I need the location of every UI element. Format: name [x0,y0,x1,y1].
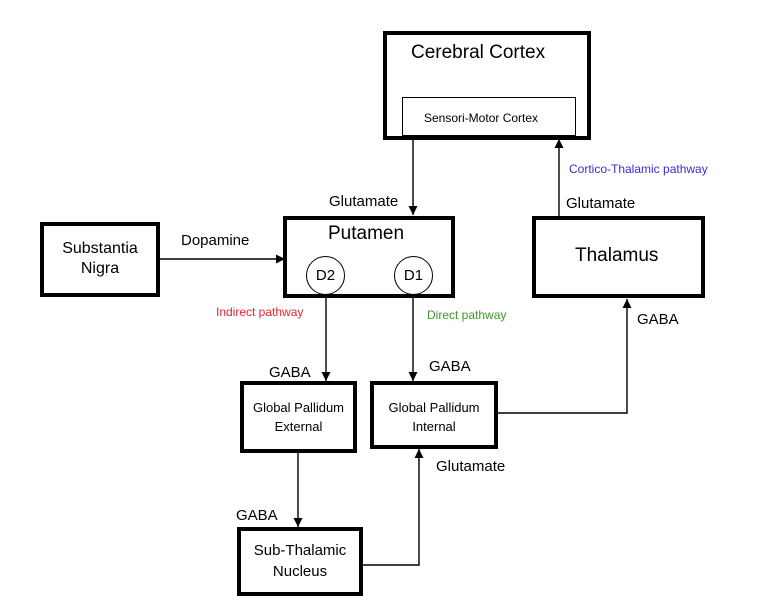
sub-thalamic-nucleus-label: Sub-Thalamic Nucleus [253,542,347,580]
d1-receptor: D1 [394,256,433,295]
edge-label-gpe-stn: GABA [236,507,278,524]
putamen-label: Putamen [328,223,405,244]
indirect-pathway-label: Indirect pathway [216,305,304,319]
edge-label-nigra-putamen: Dopamine [181,232,250,249]
sensorimotor-cortex-box [402,97,576,136]
cerebral-cortex-label: Cerebral Cortex [411,42,546,63]
d2-receptor: D2 [306,256,345,295]
edge-label-cortex-putamen: Glutamate [329,193,399,210]
substantia-nigra-box [40,222,160,297]
global-pallidum-internal-label: Global Pallidum Internal [388,400,480,434]
edge-label-gpi-thalamus: GABA [637,311,679,328]
global-pallidum-internal-box [370,381,498,449]
sub-thalamic-nucleus-box [237,527,363,596]
sensorimotor-cortex-label: Sensori-Motor Cortex [424,111,539,125]
arrow-stn-to-gpi [362,449,424,566]
direct-pathway-label: Direct pathway [427,308,507,322]
cortico-thalamic-pathway-label: Cortico-Thalamic pathway [569,162,708,176]
thalamus-label: Thalamus [575,245,659,266]
thalamus-box [532,216,705,298]
edge-label-thalamus-cortex: Glutamate [566,195,636,212]
global-pallidum-external-box [240,381,357,453]
edge-label-putamen-gpi: GABA [429,358,471,375]
substantia-nigra-label: Substantia Nigra [62,240,138,277]
arrow-gpi-to-thalamus [497,299,632,414]
edge-label-stn-gpi: Glutamate [436,458,506,475]
edge-label-putamen-gpe: GABA [269,364,311,381]
global-pallidum-external-label: Global Pallidum External [252,400,345,434]
